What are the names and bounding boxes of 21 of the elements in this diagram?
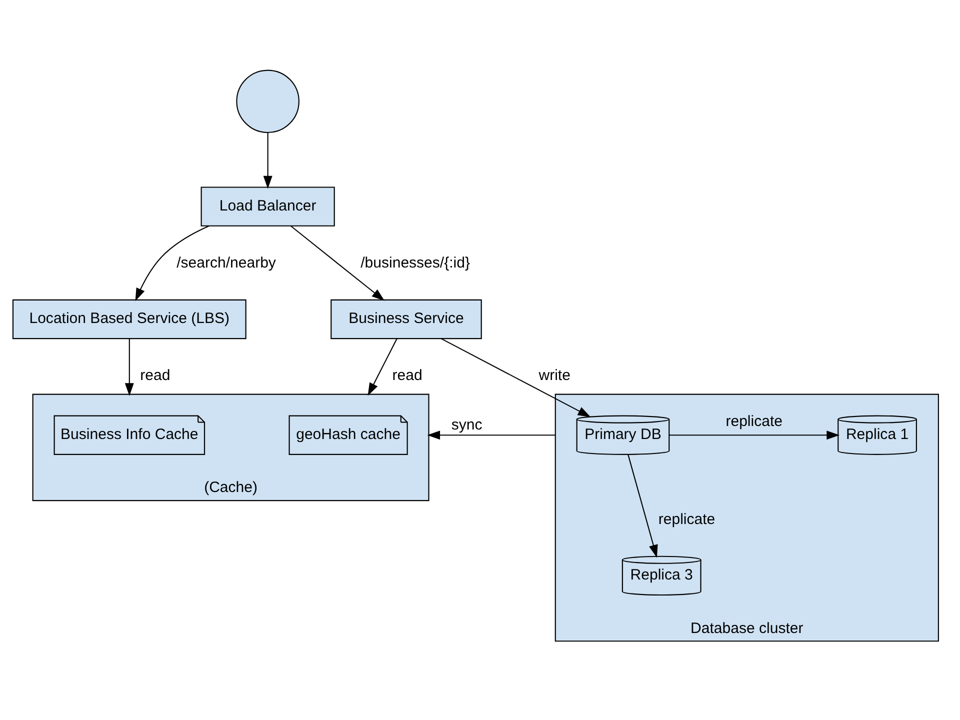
arrow (440, 338, 591, 418)
arrow (669, 430, 840, 440)
arrow (628, 454, 658, 558)
arrow (135, 226, 210, 302)
arrow (124, 338, 134, 396)
edge-label: /businesses/{:id} (360, 254, 470, 272)
edge-label: replicate (658, 510, 716, 528)
arrow (290, 225, 385, 301)
node-box: Location Based Service (LBS) (12, 299, 246, 340)
edge-label: read (392, 367, 422, 384)
node-box: Business Service (330, 299, 482, 340)
node-box: Load Balancer (200, 186, 335, 226)
edge-label: /search/nearby (176, 254, 276, 272)
edge-label: sync (451, 416, 482, 434)
edge-label: write (538, 367, 570, 384)
edge-label: replicate (726, 413, 782, 430)
edge-label: read (140, 367, 170, 384)
arrow (368, 338, 398, 396)
arrow (263, 132, 272, 189)
arrow (427, 430, 556, 440)
node-person (236, 70, 300, 134)
